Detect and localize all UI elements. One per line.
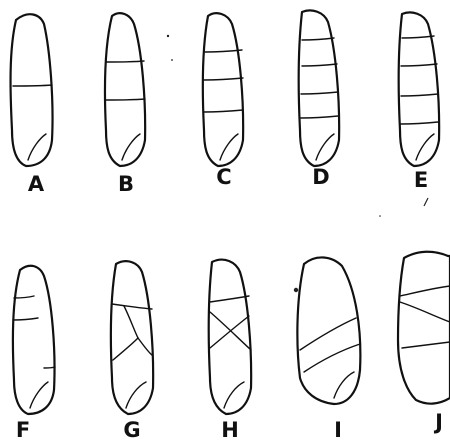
grain-e xyxy=(399,12,439,166)
label-g: G xyxy=(117,418,147,442)
grain-a xyxy=(11,14,53,166)
label-b: B xyxy=(111,172,141,196)
label-i: I xyxy=(323,418,353,442)
label-f: F xyxy=(8,418,38,442)
label-c: C xyxy=(209,165,239,189)
grain-i xyxy=(297,257,360,404)
label-j: J xyxy=(424,410,450,434)
grain-f xyxy=(13,266,55,414)
label-a: A xyxy=(21,172,51,196)
label-e: E xyxy=(406,168,436,192)
grain-c xyxy=(203,13,243,166)
grain-j xyxy=(398,252,450,404)
grain-g xyxy=(111,261,153,414)
grain-b xyxy=(105,13,145,166)
label-h: H xyxy=(215,418,245,442)
grain-d xyxy=(299,10,339,166)
speck-marks xyxy=(167,35,428,292)
label-d: D xyxy=(306,165,336,189)
grain-h xyxy=(209,260,251,414)
